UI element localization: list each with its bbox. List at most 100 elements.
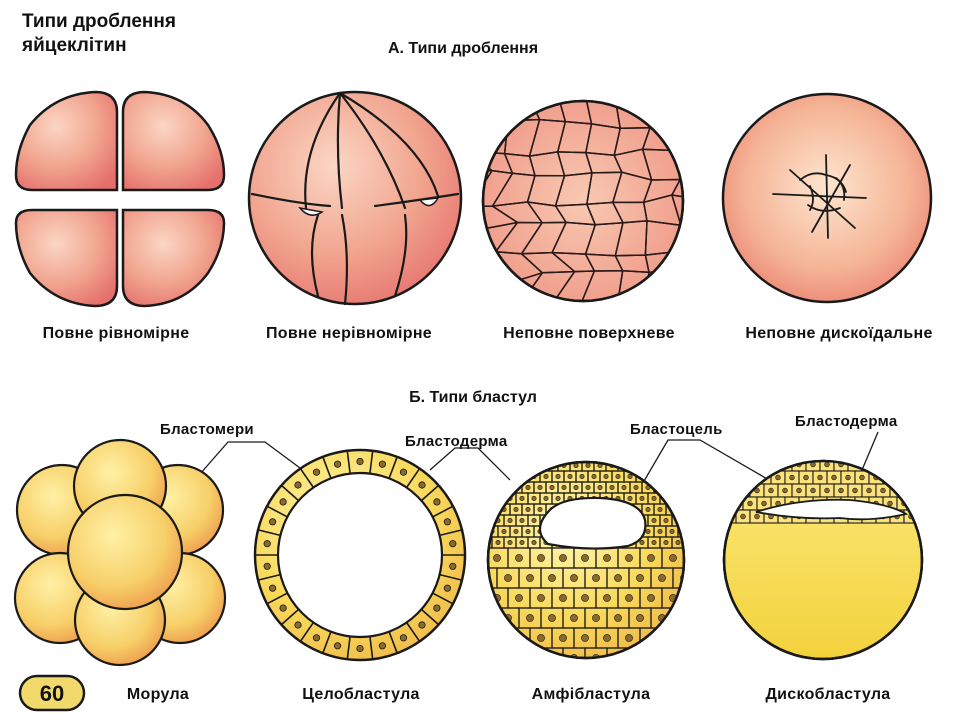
cell-nucleus bbox=[570, 614, 578, 622]
cell bbox=[903, 461, 919, 472]
cell-nucleus bbox=[669, 484, 675, 490]
cell bbox=[724, 470, 730, 485]
cell-nucleus bbox=[651, 539, 657, 545]
cell-nucleus bbox=[515, 594, 523, 602]
cell-nucleus bbox=[525, 462, 531, 468]
cell-nucleus bbox=[525, 506, 531, 512]
cell-nucleus bbox=[691, 594, 698, 601]
cell bbox=[488, 627, 509, 649]
cell-nucleus bbox=[378, 460, 386, 468]
cell-nucleus bbox=[548, 614, 556, 622]
surface-cell bbox=[697, 247, 734, 277]
cell-nucleus bbox=[507, 517, 513, 523]
cell-nucleus bbox=[647, 594, 655, 602]
cell-nucleus bbox=[263, 540, 271, 548]
cell-wall bbox=[439, 529, 463, 537]
cell-nucleus bbox=[908, 461, 914, 468]
cell-nucleus bbox=[581, 554, 589, 562]
cell-nucleus bbox=[294, 621, 302, 629]
cell-wall bbox=[420, 608, 440, 626]
surface-cell bbox=[586, 76, 620, 98]
cell bbox=[491, 492, 505, 505]
cell bbox=[724, 483, 737, 498]
cell-nucleus bbox=[789, 474, 795, 481]
coeloblastula-cell-ring bbox=[255, 450, 465, 660]
cell-wall bbox=[280, 608, 300, 626]
surface-cell bbox=[671, 178, 683, 201]
cell-nucleus bbox=[866, 461, 872, 468]
cell-nucleus bbox=[555, 473, 561, 479]
cell-nucleus bbox=[651, 473, 657, 479]
cell-wall bbox=[388, 456, 398, 479]
cell-nucleus bbox=[627, 495, 633, 501]
cell-nucleus bbox=[859, 474, 865, 481]
cell-nucleus bbox=[923, 462, 928, 467]
cell-nucleus bbox=[567, 473, 573, 479]
cell-nucleus bbox=[633, 484, 639, 490]
cell-nucleus bbox=[887, 474, 893, 481]
cell-nucleus bbox=[501, 528, 507, 534]
cell-nucleus bbox=[603, 554, 611, 562]
cell-nucleus bbox=[726, 461, 732, 468]
cell-nucleus bbox=[657, 484, 663, 490]
page-number-badge bbox=[18, 674, 86, 712]
cell-wall bbox=[405, 622, 421, 642]
cell-nucleus bbox=[603, 473, 609, 479]
cell-nucleus bbox=[754, 461, 760, 468]
cell-nucleus bbox=[356, 457, 364, 466]
cell-nucleus bbox=[915, 474, 921, 481]
cell-nucleus bbox=[880, 461, 886, 468]
cell-nucleus bbox=[810, 487, 816, 494]
caption-holoblastic-equal: Повне рівномірне bbox=[43, 325, 190, 342]
cell-nucleus bbox=[901, 474, 907, 481]
cell-nucleus bbox=[263, 562, 271, 570]
surface-cell bbox=[483, 276, 515, 301]
cell bbox=[533, 462, 547, 472]
surface-cell bbox=[615, 80, 659, 97]
cell-nucleus bbox=[675, 473, 681, 479]
cell-nucleus bbox=[680, 614, 684, 622]
cell-nucleus bbox=[526, 654, 534, 658]
cell-wall bbox=[322, 631, 332, 654]
surface-cell bbox=[662, 101, 683, 130]
cell-nucleus bbox=[645, 506, 651, 512]
cell-nucleus bbox=[333, 460, 342, 468]
cell-nucleus bbox=[488, 473, 489, 479]
cell-nucleus bbox=[279, 498, 287, 506]
cell-nucleus bbox=[581, 594, 589, 602]
cell-nucleus bbox=[433, 498, 441, 506]
surface-cell bbox=[669, 304, 704, 325]
surface-cell bbox=[553, 303, 599, 326]
cell-nucleus bbox=[747, 500, 753, 507]
cell-nucleus bbox=[866, 487, 872, 494]
cell-nucleus bbox=[838, 487, 844, 494]
cell-nucleus bbox=[531, 495, 537, 501]
cell bbox=[661, 627, 684, 649]
cell-nucleus bbox=[581, 634, 589, 642]
cell-wall bbox=[388, 631, 398, 654]
cell bbox=[650, 647, 674, 658]
cell-nucleus bbox=[691, 554, 698, 561]
cell-nucleus bbox=[597, 484, 603, 490]
caption-amphiblastula: Амфібластула bbox=[532, 686, 651, 703]
cell-nucleus bbox=[519, 495, 525, 501]
surface-cell bbox=[668, 269, 683, 301]
cell-nucleus bbox=[614, 574, 622, 582]
cell-nucleus bbox=[852, 487, 858, 494]
cell bbox=[665, 481, 679, 494]
cell-nucleus bbox=[433, 604, 441, 612]
cell-nucleus bbox=[845, 474, 851, 481]
cell-wall bbox=[432, 592, 454, 605]
cell-nucleus bbox=[356, 644, 364, 653]
cell bbox=[521, 462, 535, 472]
cell bbox=[641, 462, 655, 472]
amphiblastula bbox=[486, 460, 698, 660]
cell-nucleus bbox=[669, 634, 677, 642]
cell-nucleus bbox=[519, 539, 525, 545]
cell-nucleus bbox=[880, 487, 886, 494]
cell-nucleus bbox=[537, 634, 545, 642]
cell-nucleus bbox=[312, 468, 321, 476]
cell-nucleus bbox=[645, 462, 651, 468]
cell-nucleus bbox=[333, 642, 342, 650]
